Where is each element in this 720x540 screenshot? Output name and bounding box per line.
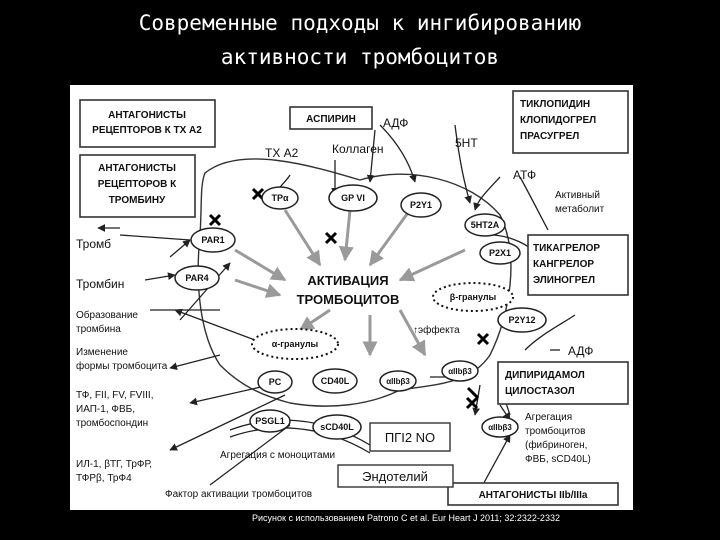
ticagrelor-line3: ЭЛИНОГРЕЛ (533, 275, 595, 286)
receptor-scd40l: sCD40L (320, 422, 354, 432)
ticagrelor-line2: КАНГРЕЛОР (533, 259, 594, 270)
label-cytokines-1: ИЛ-1, βТГ, ТрФР, (76, 459, 152, 470)
receptor-tpa: TPα (271, 193, 289, 203)
pgi2-no-box: ПГI2 NO (385, 430, 435, 445)
receptors: TPα GP VI P2Y1 5HT2A PAR1 PAR4 P2X1 P2Y1… (174, 184, 547, 440)
endothelium-boxes: ПГI2 NO Эндотелий (337, 422, 454, 488)
label-thrombin: Тромбин (76, 277, 124, 291)
beta-granules: β-гранулы (450, 292, 497, 302)
thienopyridines-line3: ПРАСУГРЕЛ (520, 131, 579, 142)
aspirin-box: АСПИРИН (306, 114, 356, 125)
receptor-aiib3-right: αIIbβ3 (448, 367, 472, 376)
dipyridamole-line2: ЦИЛОСТАЗОЛ (505, 386, 575, 397)
label-tx-a2: ТХ А2 (265, 146, 299, 160)
label-adp-top: АДФ (383, 116, 408, 130)
center-line1: АКТИВАЦИЯ (307, 273, 388, 288)
thrombin-antagonists-line1: АНТАГОНИСТЫ (98, 163, 176, 174)
center-label: АКТИВАЦИЯ ТРОМБОЦИТОВ (297, 273, 400, 307)
label-factors-1: ТФ, FII, FV, FVIII, (76, 390, 153, 401)
figure-caption: Рисунок с использованием Patrono C et al… (252, 513, 560, 523)
granules: β-гранулы α-гранулы (251, 282, 514, 360)
label-paf: Фактор активации тромбоцитов (165, 488, 312, 500)
label-factors-3: тромбоспондин (76, 417, 148, 429)
title-line-1: Современные подходы к ингибированию (138, 11, 582, 35)
center-line2: ТРОМБОЦИТОВ (297, 292, 400, 307)
label-active-metabolite-1: Активный (555, 190, 600, 201)
label-thrombin-formation-1: Образование (76, 309, 138, 321)
iib-antagonists-box: АНТАГОНИСТЫ IIb/IIIa (479, 490, 588, 501)
tx-antagonists-line1: АНТАГОНИСТЫ (108, 110, 186, 121)
label-thrombin-formation-2: тромбина (76, 323, 121, 335)
free-labels: АДФ ТХ А2 Коллаген 5HT АТФ Активный мета… (76, 116, 605, 500)
label-aggregation-4: ФВБ, sCD40L) (525, 454, 591, 465)
label-shape-change-1: Изменение (76, 347, 128, 358)
receptor-par1: PAR1 (201, 235, 224, 245)
thrombin-antagonists-line2: РЕЦЕПТОРОВ К (98, 179, 177, 190)
label-atp: АТФ (513, 168, 536, 182)
tx-antagonists-line2: РЕЦЕПТОРОВ К ТХ А2 (92, 125, 202, 136)
label-5ht: 5HT (455, 136, 478, 150)
platelet-inhibition-diagram: АНТАГОНИСТЫ РЕЦЕПТОРОВ К ТХ А2 АСПИРИН Т… (76, 90, 629, 506)
receptor-aiib3-left: αIIbβ3 (386, 377, 410, 386)
thienopyridines-line2: КЛОПИДОГРЕЛ (520, 115, 596, 126)
receptor-p2y1: P2Y1 (410, 200, 432, 210)
receptor-par4: PAR4 (185, 273, 208, 283)
receptor-p2y12: P2Y12 (508, 315, 535, 325)
receptor-gpvi: GP VI (341, 193, 365, 203)
dipyridamole-line1: ДИПИРИДАМОЛ (505, 370, 585, 381)
endothelium-box: Эндотелий (362, 469, 428, 484)
label-aggregation-3: (фибриноген, (525, 439, 587, 451)
slide-title: Современные подходы к ингибированию акти… (0, 6, 720, 74)
receptor-5ht2a: 5HT2A (471, 220, 500, 230)
thienopyridines-line1: ТИКЛОПИДИН (520, 99, 590, 110)
drug-boxes: АНТАГОНИСТЫ РЕЦЕПТОРОВ К ТХ А2 АСПИРИН Т… (79, 90, 629, 506)
inhibition-marks (208, 187, 490, 410)
receptor-psgl1: PSGL1 (255, 416, 285, 426)
receptor-cd40l: CD40L (321, 376, 350, 386)
diagram-panel: АНТАГОНИСТЫ РЕЦЕПТОРОВ К ТХ А2 АСПИРИН Т… (70, 85, 633, 510)
label-monocyte-aggregation: Агрегация с моноцитами (220, 450, 335, 461)
label-shape-change-2: формы тромбоцита (76, 360, 168, 372)
label-effects: ↑эффекта (413, 324, 460, 336)
receptor-aiib3-bottom: αIIbβ3 (488, 423, 512, 432)
ticagrelor-line1: ТИКАГРЕЛОР (533, 243, 600, 254)
receptor-p2x1: P2X1 (489, 248, 511, 258)
thrombin-antagonists-line3: ТРОМБИНУ (109, 195, 166, 206)
title-line-2: активности тромбоцитов (220, 45, 500, 69)
receptor-pc: PC (269, 377, 282, 387)
label-adp-bottom: АДФ (568, 344, 593, 358)
label-thromb: Тромб (76, 237, 111, 251)
label-active-metabolite-2: метаболит (555, 203, 605, 215)
label-cytokines-2: ТФРβ, ТрФ4 (76, 473, 132, 484)
label-aggregation-1: Агрегация (525, 412, 572, 423)
label-collagen: Коллаген (332, 142, 384, 156)
label-aggregation-2: тромбоцитов (525, 425, 585, 437)
alpha-granules: α-гранулы (272, 339, 319, 349)
label-factors-2: ИАП-1, ФВБ, (76, 404, 135, 415)
